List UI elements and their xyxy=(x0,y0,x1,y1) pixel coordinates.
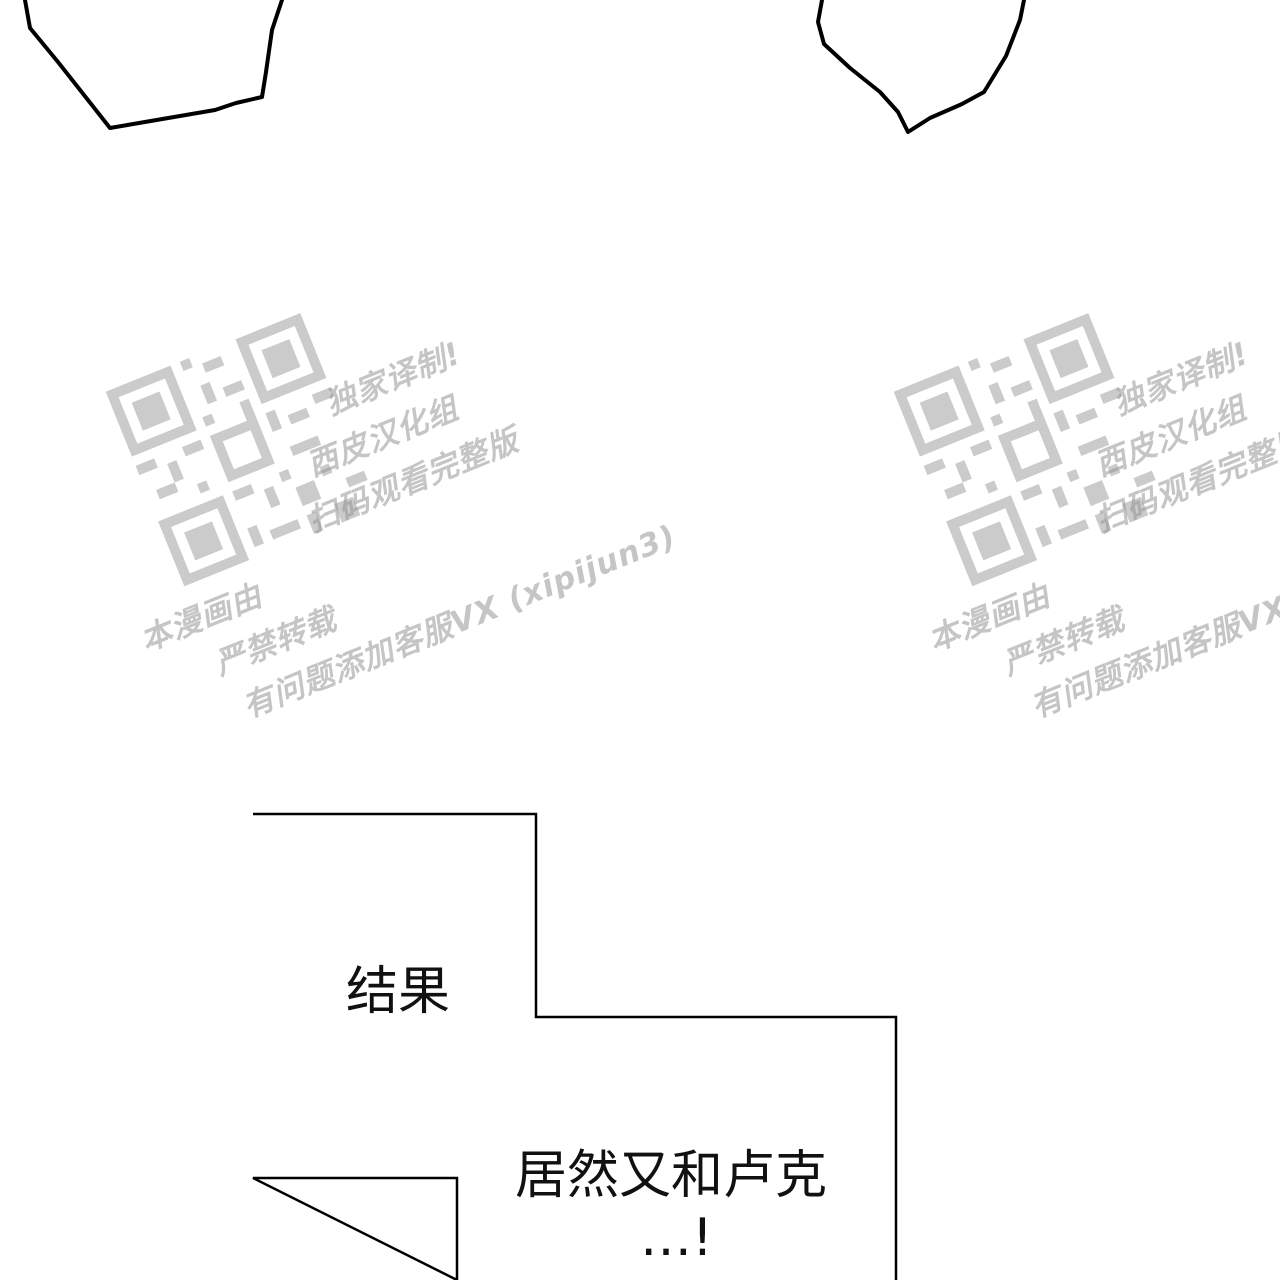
caption-first: 结果 xyxy=(346,962,451,1022)
caption-box-border xyxy=(252,812,898,1280)
caption-second: 居然又和卢克 xyxy=(515,1146,828,1206)
left-figure-outline xyxy=(23,0,284,130)
right-figure-outline xyxy=(816,0,1026,134)
caption-third: …! xyxy=(640,1208,713,1268)
